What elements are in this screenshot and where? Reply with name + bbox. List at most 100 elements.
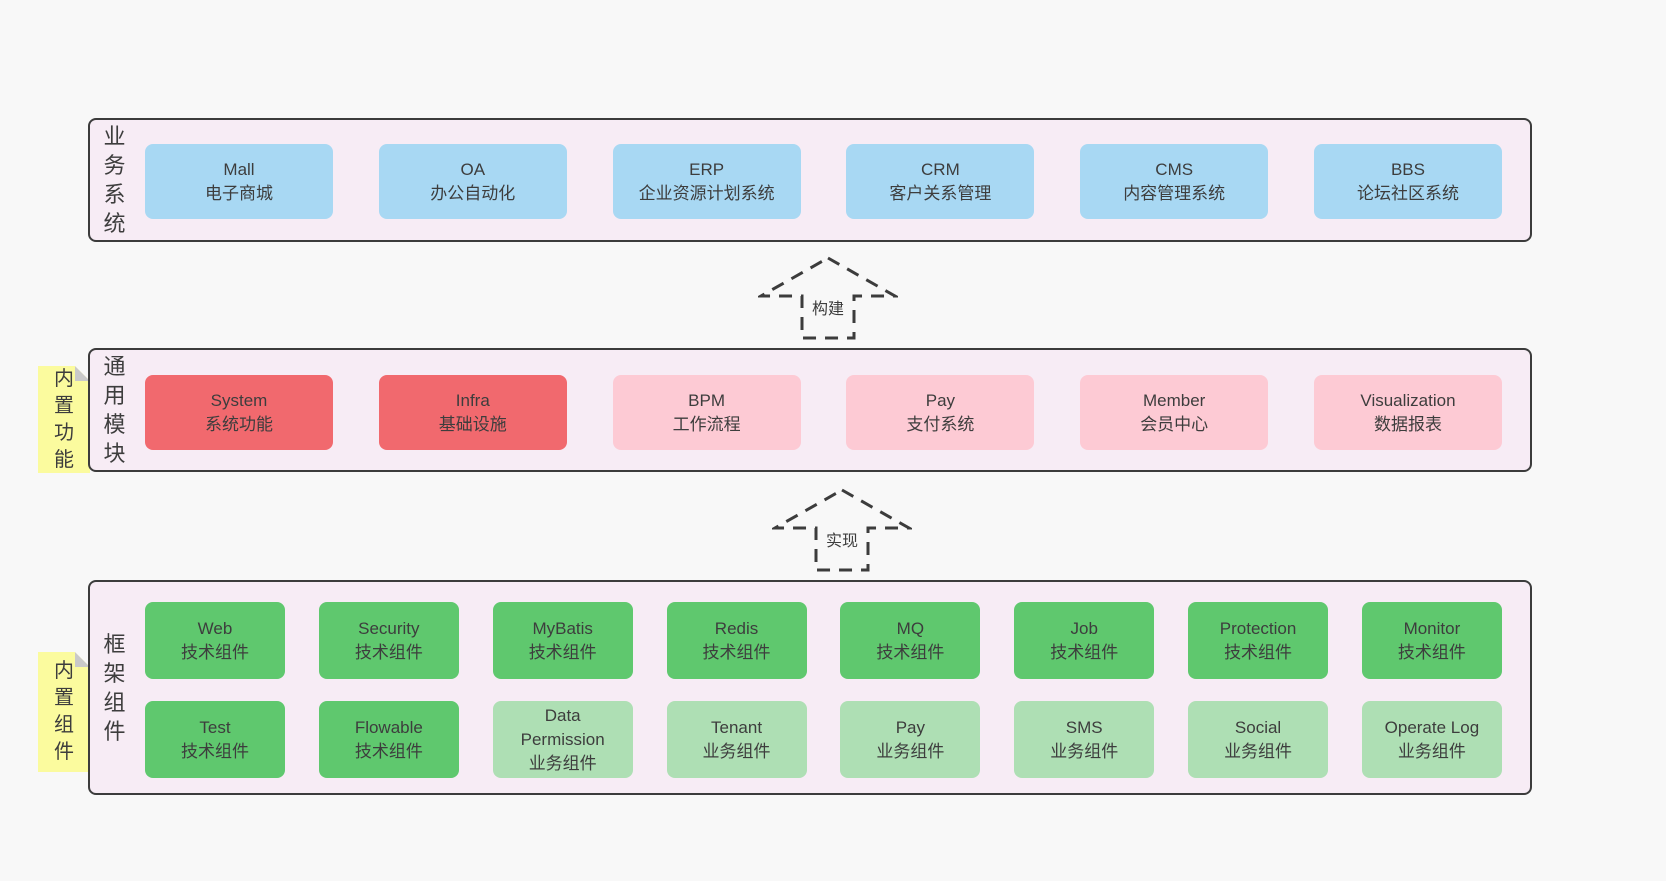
up-arrow-icon (758, 256, 898, 340)
box-subtitle: 技术组件 (181, 642, 249, 662)
box-redis: Redis 技术组件 (666, 602, 807, 679)
box-title: Member (1143, 390, 1206, 410)
box-tenant: Tenant 业务组件 (666, 701, 807, 778)
box-subtitle: 业务组件 (1050, 741, 1119, 761)
box-subtitle: 技术组件 (1224, 642, 1293, 662)
box-oa: OA 办公自动化 (378, 144, 567, 219)
box-mybatis: MyBatis 技术组件 (492, 602, 633, 679)
box-title: Security (358, 618, 420, 638)
box-mall: Mall 电子商城 (145, 144, 333, 219)
box-subtitle: 数据报表 (1373, 414, 1442, 434)
box-test: Test 技术组件 (145, 701, 285, 778)
box-title: System (210, 390, 268, 410)
box-protection: Protection 技术组件 (1188, 602, 1329, 679)
box-subtitle: 技术组件 (702, 642, 771, 662)
sticky-note-builtin-features: 内置功能 (38, 366, 90, 473)
box-row: System 系统功能 Infra 基础设施 BPM 工作流程 Pay 支付系统… (145, 375, 1502, 450)
box-title: BPM (688, 390, 726, 410)
box-subtitle: 系统功能 (205, 414, 273, 434)
band-label: 框架组件 (103, 631, 126, 744)
box-subtitle: 业务组件 (1397, 741, 1466, 761)
box-title: MyBatis (532, 618, 593, 638)
band-label: 业务系统 (103, 124, 126, 236)
box-title: Test (199, 717, 231, 737)
box-title: Data Permission (520, 705, 605, 749)
sticky-note-builtin-components: 内置组件 (38, 652, 90, 772)
band-common-modules: 通用模块 System 系统功能 Infra 基础设施 BPM 工作流程 Pay… (88, 348, 1532, 472)
box-data-permission: Data Permission 业务组件 (492, 701, 633, 778)
box-subtitle: 技术组件 (1397, 642, 1466, 662)
box-row: Web 技术组件 Security 技术组件 MyBatis 技术组件 Redi… (145, 602, 1502, 679)
box-title: Tenant (711, 717, 763, 737)
box-subtitle: 技术组件 (354, 741, 423, 761)
up-arrow-icon (772, 488, 912, 572)
box-title: Pay (925, 390, 956, 410)
box-member: Member 会员中心 (1080, 375, 1269, 450)
sticky-note-label: 内置组件 (54, 660, 74, 763)
box-title: SMS (1065, 717, 1103, 737)
box-title: ERP (689, 159, 725, 179)
arrow-label: 实现 (822, 526, 862, 552)
box-title: MQ (896, 618, 925, 638)
box-title: Social (1234, 717, 1282, 737)
box-title: Infra (455, 390, 490, 410)
box-title: Redis (714, 618, 759, 638)
box-title: BBS (1390, 159, 1425, 179)
box-visualization: Visualization 数据报表 (1313, 375, 1502, 450)
box-bbs: BBS 论坛社区系统 (1313, 144, 1502, 219)
box-mq: MQ 技术组件 (840, 602, 981, 679)
box-system: System 系统功能 (145, 375, 333, 450)
box-sms: SMS 业务组件 (1014, 701, 1155, 778)
box-subtitle: 办公自动化 (430, 183, 516, 203)
box-title: Web (197, 618, 233, 638)
box-pay-business: Pay 业务组件 (840, 701, 981, 778)
arrow-label: 构建 (808, 294, 848, 320)
box-title: Operate Log (1384, 717, 1480, 737)
box-title: CMS (1155, 159, 1194, 179)
box-subtitle: 业务组件 (528, 753, 597, 773)
box-bpm: BPM 工作流程 (612, 375, 801, 450)
box-subtitle: 会员中心 (1140, 414, 1209, 434)
box-social: Social 业务组件 (1188, 701, 1329, 778)
box-subtitle: 支付系统 (906, 414, 975, 434)
box-title: Protection (1219, 618, 1297, 638)
box-title: Job (1070, 618, 1098, 638)
band-framework-components: 框架组件 Web 技术组件 Security 技术组件 MyBatis 技术组件… (88, 580, 1532, 795)
band-label: 通用模块 (103, 354, 126, 466)
band-business-systems: 业务系统 Mall 电子商城 OA 办公自动化 ERP 企业资源计划系统 CRM… (88, 118, 1532, 242)
box-subtitle: 技术组件 (876, 642, 945, 662)
box-title: OA (460, 159, 486, 179)
box-erp: ERP 企业资源计划系统 (612, 144, 801, 219)
box-title: Mall (223, 159, 255, 179)
box-subtitle: 技术组件 (1050, 642, 1119, 662)
arrow-build: 构建 (758, 255, 898, 341)
box-cms: CMS 内容管理系统 (1080, 144, 1269, 219)
arrow-implement: 实现 (772, 487, 912, 573)
box-operate-log: Operate Log 业务组件 (1361, 701, 1502, 778)
box-subtitle: 技术组件 (528, 642, 597, 662)
box-subtitle: 技术组件 (181, 741, 249, 761)
box-crm: CRM 客户关系管理 (846, 144, 1035, 219)
box-subtitle: 论坛社区系统 (1356, 183, 1459, 203)
box-subtitle: 电子商城 (205, 183, 273, 203)
box-job: Job 技术组件 (1014, 602, 1155, 679)
box-web: Web 技术组件 (145, 602, 285, 679)
box-subtitle: 业务组件 (876, 741, 945, 761)
box-subtitle: 企业资源计划系统 (638, 183, 775, 203)
box-subtitle: 基础设施 (438, 414, 507, 434)
sticky-note-label: 内置功能 (54, 367, 74, 471)
box-subtitle: 技术组件 (354, 642, 423, 662)
box-title: CRM (921, 159, 960, 179)
box-infra: Infra 基础设施 (378, 375, 567, 450)
box-row: Mall 电子商城 OA 办公自动化 ERP 企业资源计划系统 CRM 客户关系… (145, 144, 1502, 219)
box-title: Flowable (354, 717, 423, 737)
box-flowable: Flowable 技术组件 (318, 701, 459, 778)
box-subtitle: 工作流程 (672, 414, 741, 434)
box-row: Test 技术组件 Flowable 技术组件 Data Permission … (145, 701, 1502, 778)
box-title: Monitor (1403, 618, 1461, 638)
box-subtitle: 内容管理系统 (1123, 183, 1226, 203)
box-title: Pay (895, 717, 926, 737)
box-subtitle: 客户关系管理 (889, 183, 992, 203)
box-title: Visualization (1360, 390, 1456, 410)
